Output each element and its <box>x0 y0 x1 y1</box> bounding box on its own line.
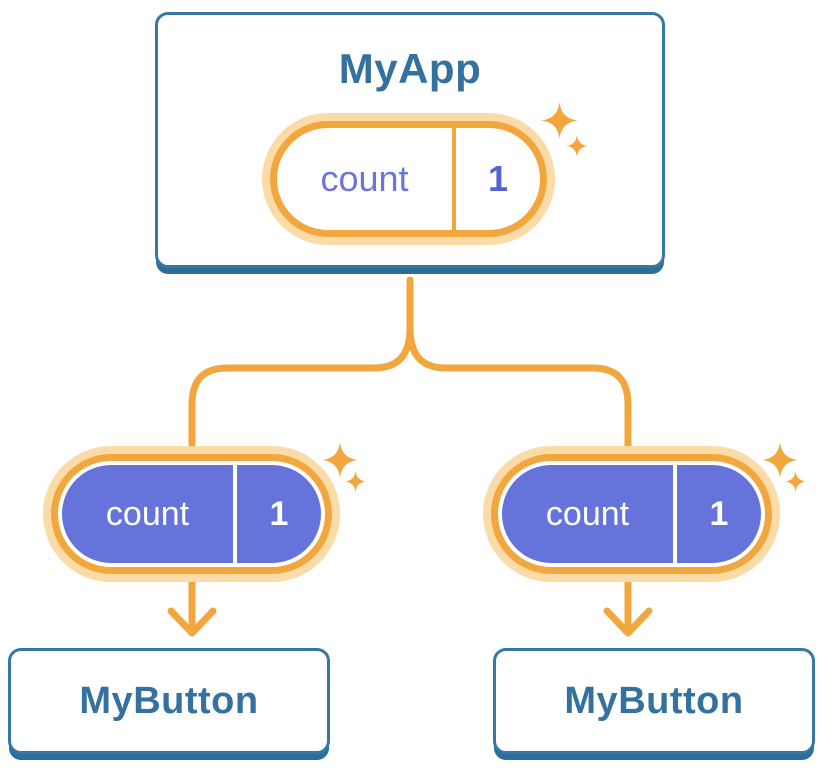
state-pill-body: count 1 <box>270 121 547 237</box>
prop-value-label: 1 <box>709 494 729 533</box>
mybutton-title: MyButton <box>79 679 259 722</box>
prop-pill-body: count 1 <box>62 465 321 563</box>
mybutton-card-right: MyButton <box>493 648 815 754</box>
sparkle-icon <box>345 471 366 492</box>
myapp-card: MyApp count 1 <box>155 12 665 268</box>
state-pill-root: count 1 <box>262 113 555 245</box>
state-value-label: 1 <box>487 158 509 199</box>
sparkle-icon <box>762 442 798 478</box>
sparkle-icon <box>785 471 806 492</box>
sparkle-icon <box>322 442 358 478</box>
pill-divider <box>452 128 456 230</box>
arrowhead-left-icon <box>167 607 217 637</box>
arrowhead-right-icon <box>603 607 653 637</box>
prop-pill-left: count 1 <box>43 446 340 582</box>
pill-divider <box>673 465 677 563</box>
branch-left-line <box>188 324 414 630</box>
sparkle-icon <box>566 135 588 157</box>
mybutton-title: MyButton <box>564 679 744 722</box>
pill-divider <box>233 465 237 563</box>
prop-pill-ring: count 1 <box>491 454 772 574</box>
prop-name-label: count <box>105 494 190 533</box>
prop-pill-right: count 1 <box>483 446 780 582</box>
branch-right-line <box>406 324 632 630</box>
state-name-label: count <box>320 158 409 199</box>
prop-pill-ring: count 1 <box>51 454 332 574</box>
sparkle-icon <box>541 102 578 139</box>
prop-value-label: 1 <box>269 494 289 533</box>
prop-name-label: count <box>545 494 630 533</box>
mybutton-card-left: MyButton <box>8 648 330 754</box>
prop-pill-body: count 1 <box>502 465 761 563</box>
myapp-title: MyApp <box>338 45 482 92</box>
